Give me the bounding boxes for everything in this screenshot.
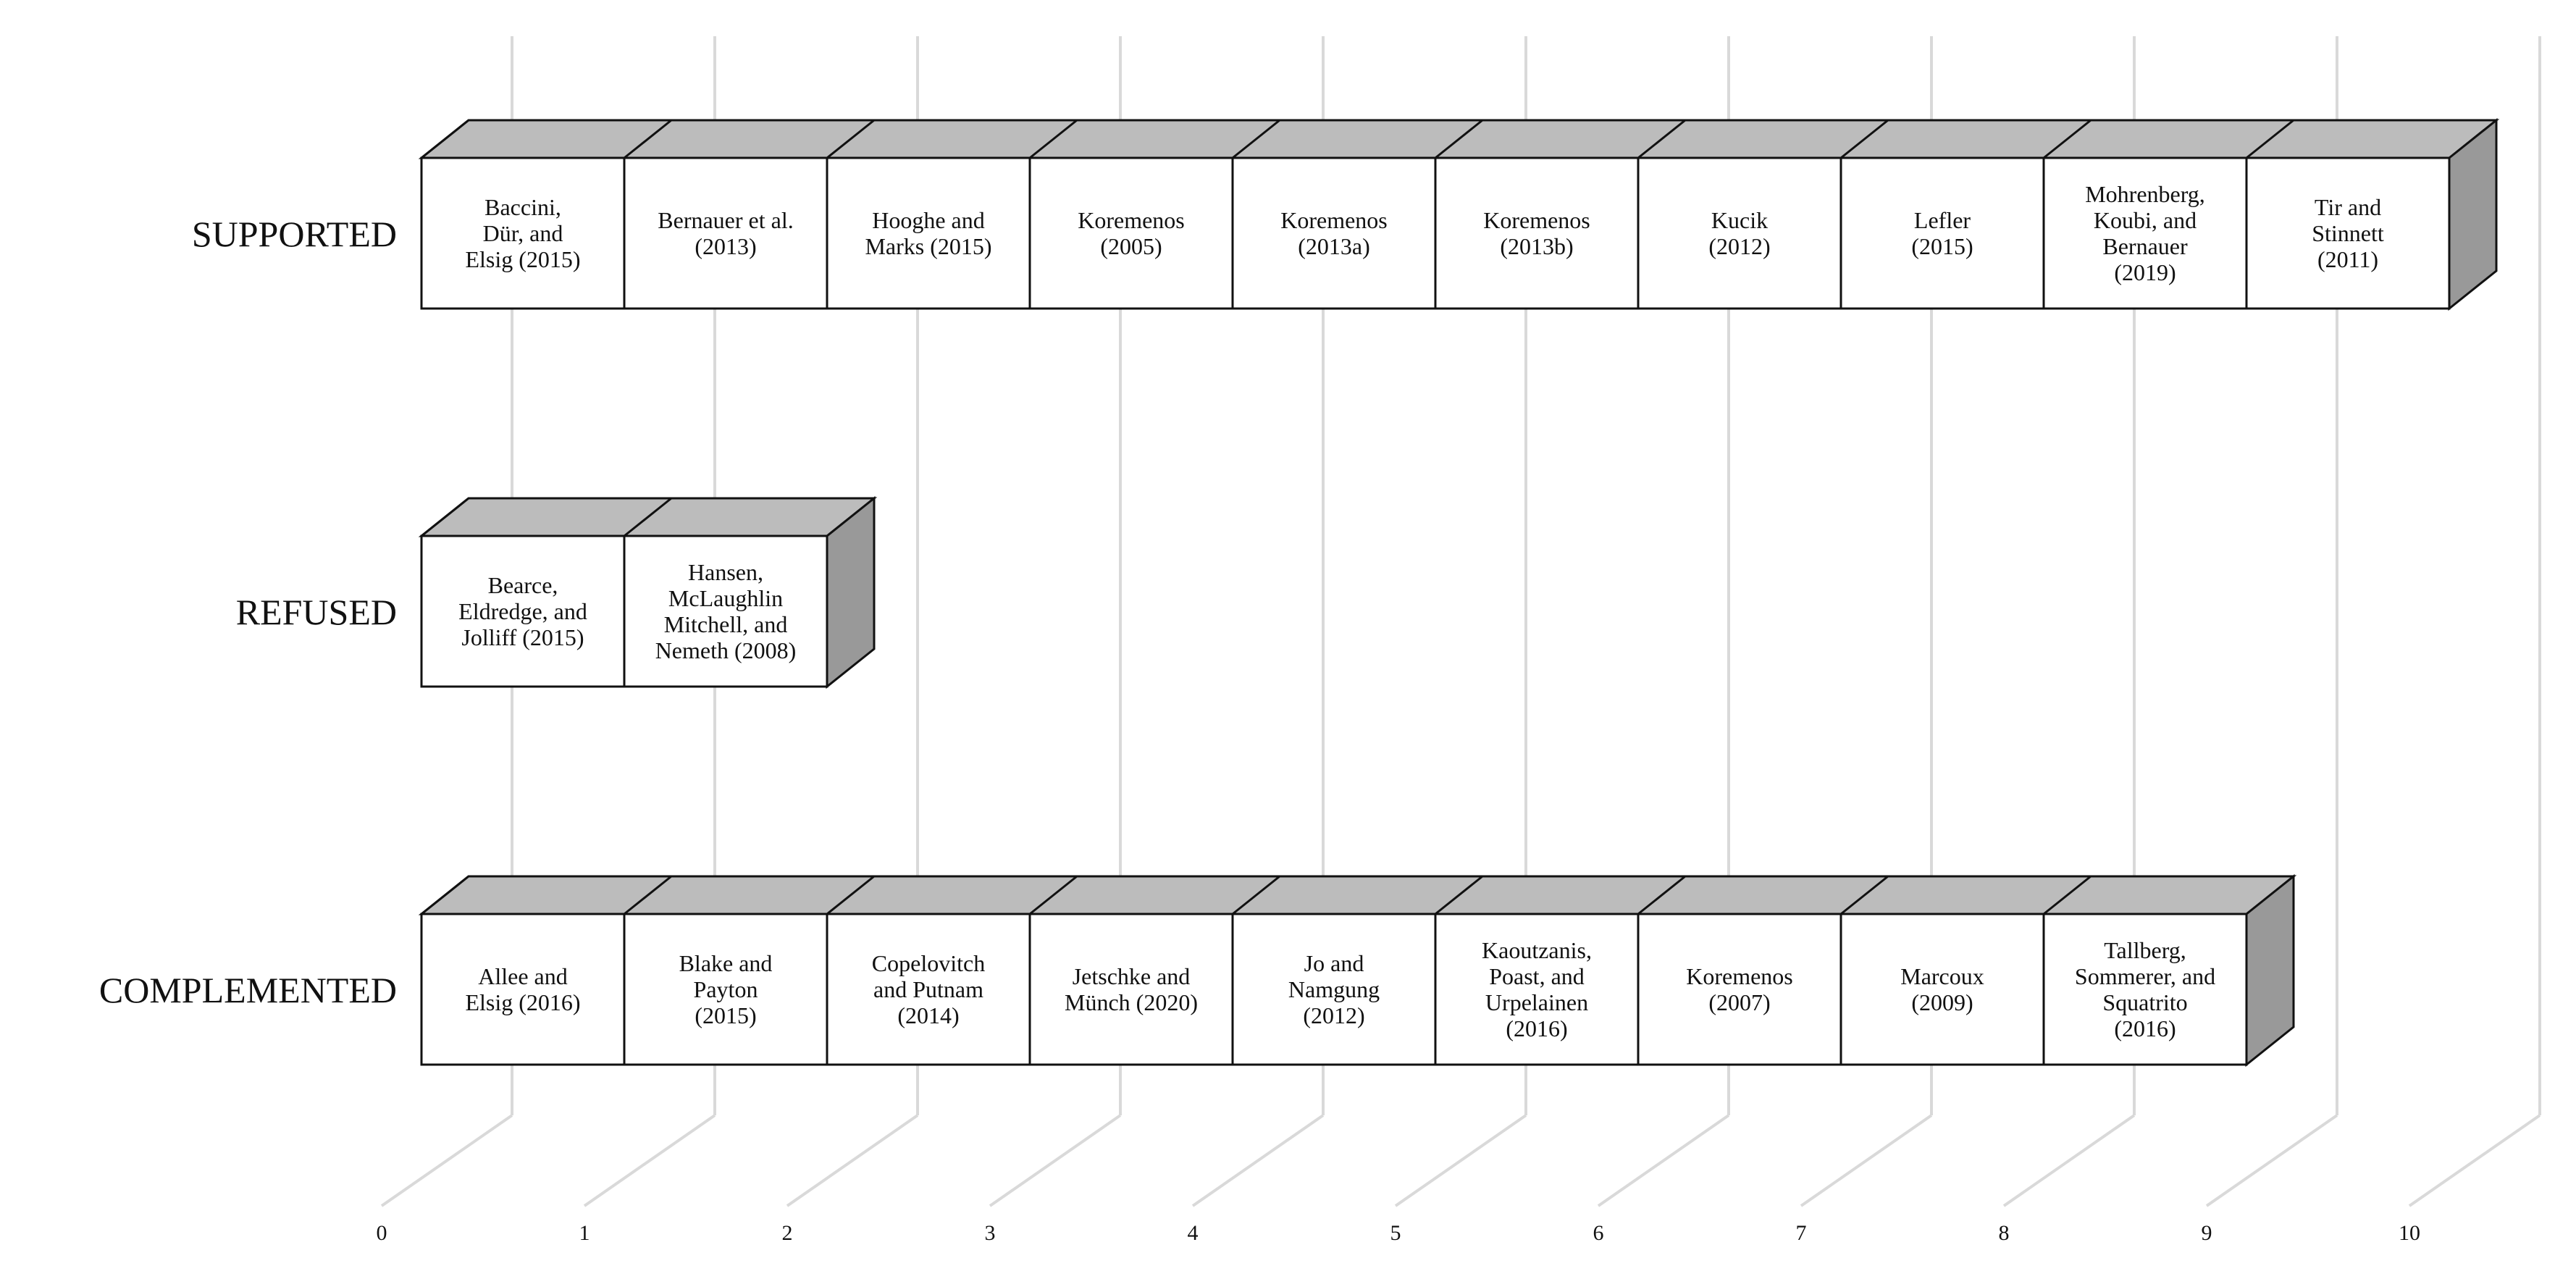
x-tick-label: 1 [579, 1221, 590, 1245]
bar-segment-label: Koremenos(2007) [1686, 963, 1793, 1015]
bar-segment-face [2042, 913, 2248, 1066]
x-tick-label: 5 [1390, 1221, 1401, 1245]
x-tick-label: 10 [2399, 1221, 2420, 1245]
bar-segment-face [1839, 156, 2045, 310]
bar-segment-face [1028, 156, 1234, 310]
bar-segment-face [1028, 913, 1234, 1066]
x-tick-label: 3 [985, 1221, 996, 1245]
x-tick-label: 9 [2202, 1221, 2212, 1245]
x-tick-label: 7 [1796, 1221, 1807, 1245]
bar-segment-face [826, 913, 1031, 1066]
bar-segment: Lefler(2015) [1839, 119, 2045, 310]
category-labels: SUPPORTED REFUSED COMPLEMENTED [99, 214, 397, 1010]
bar-segment-face [1637, 156, 1842, 310]
x-tick-label: 8 [1999, 1221, 2010, 1245]
bar-segment-face [2245, 156, 2451, 310]
bar-segment-label: Koremenos(2013b) [1483, 207, 1590, 259]
bar-top-face [418, 875, 2297, 915]
bar-segment: Kucik(2012) [1637, 119, 1842, 310]
bar-segment: Bernauer et al.(2013) [623, 119, 828, 310]
bar-segment-face [420, 156, 626, 310]
bar-segment-label: Lefler(2015) [1911, 207, 1973, 259]
bar-segment-label: Marcoux(2009) [1900, 963, 1984, 1015]
bar-segment-face [1434, 156, 1640, 310]
bar-segment-face [2042, 156, 2248, 310]
bar-segment-label: Koremenos(2005) [1078, 207, 1185, 259]
bar-segment-label: Koremenos(2013a) [1280, 207, 1388, 259]
x-axis-ticks: 0 1 2 3 4 5 6 7 8 9 10 [377, 1221, 2421, 1245]
category-label: COMPLEMENTED [99, 970, 397, 1010]
x-tick-label: 2 [782, 1221, 793, 1245]
bar-segment-face [826, 156, 1031, 310]
bar-segment-label: Kucik(2012) [1708, 207, 1770, 259]
category-label: REFUSED [236, 592, 397, 632]
bar-segment-face [1231, 913, 1437, 1066]
category-label: SUPPORTED [192, 214, 397, 254]
x-tick-label: 0 [377, 1221, 387, 1245]
bar-segment: Koremenos(2013a) [1231, 119, 1437, 310]
bar-segment-face [1231, 156, 1437, 310]
bar-segment-face [1434, 913, 1640, 1066]
bar-segment-face [623, 156, 828, 310]
grid-line [2408, 36, 2541, 1207]
bar-segment-face [420, 534, 626, 688]
bar-segment: Koremenos(2005) [1028, 119, 1234, 310]
bar-segment: Marcoux(2009) [1839, 875, 2045, 1066]
bar-segment-label: Bernauer et al.(2013) [658, 207, 793, 259]
bar-segment: Koremenos(2013b) [1434, 119, 1640, 310]
bar-segment-face [1839, 913, 2045, 1066]
x-tick-label: 4 [1188, 1221, 1199, 1245]
bar-segment-face [420, 913, 626, 1066]
bar-segment-face [623, 913, 828, 1066]
x-tick-label: 6 [1593, 1221, 1604, 1245]
bar-segment-face [623, 534, 828, 688]
